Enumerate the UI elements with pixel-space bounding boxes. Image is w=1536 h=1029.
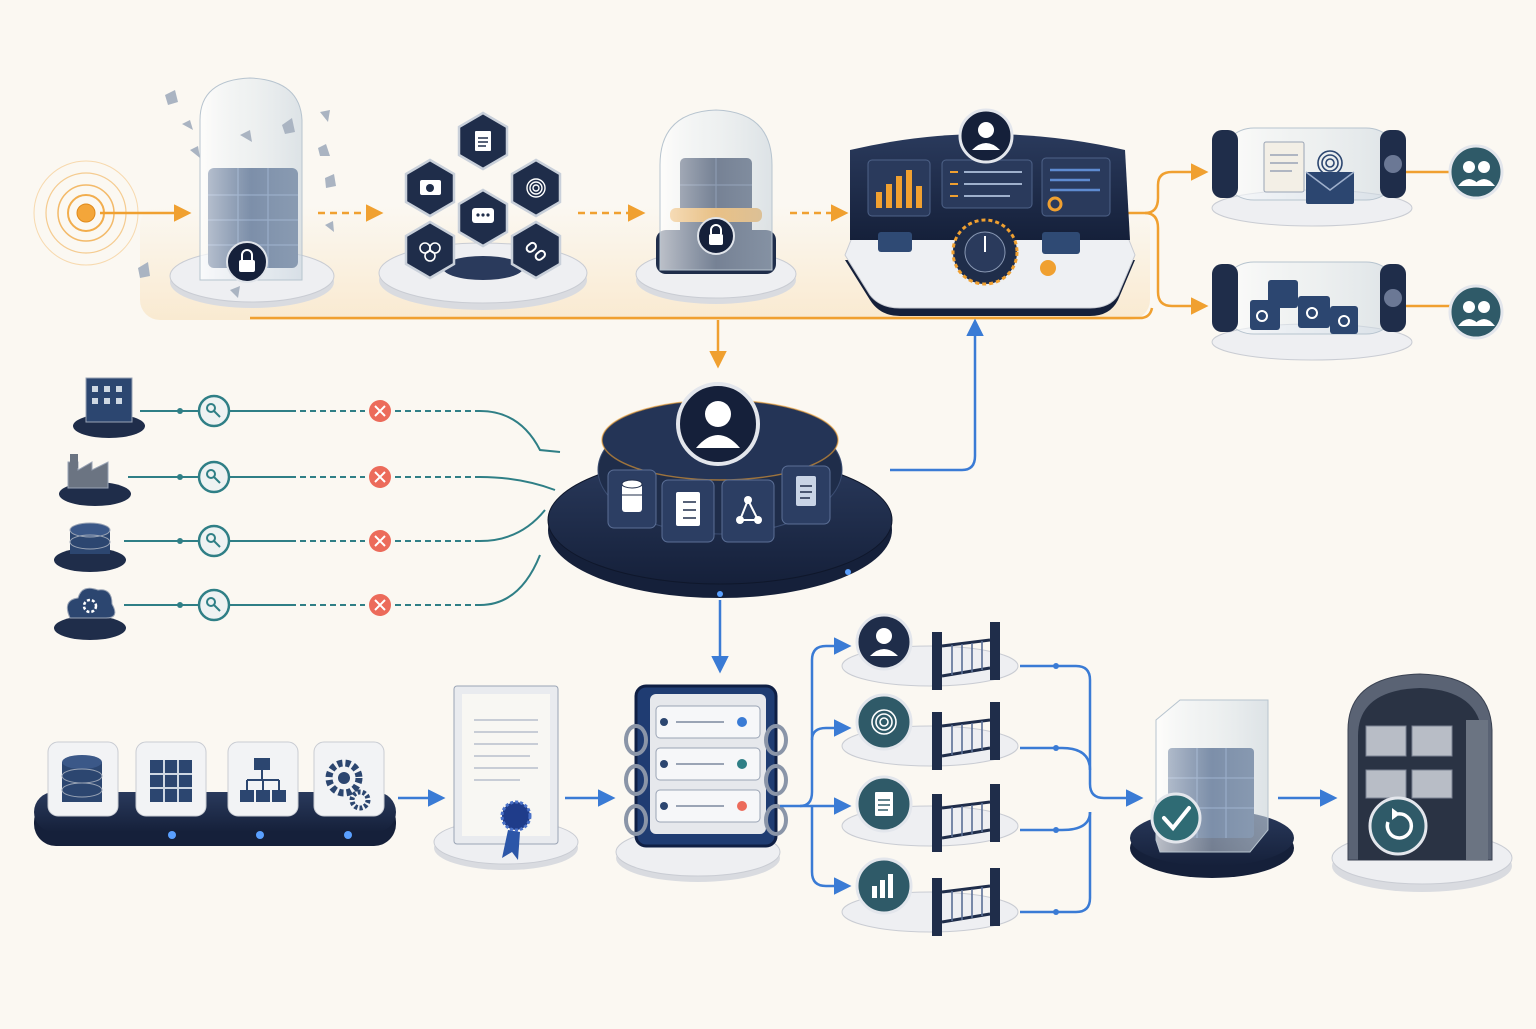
users-icon (1448, 284, 1504, 340)
checklist-icon (941, 159, 1033, 209)
rejected-source-lines (124, 410, 561, 606)
document-icon (475, 131, 491, 151)
document-icon (1263, 141, 1305, 193)
shattered-glass-dome (138, 77, 336, 308)
records-binder-icon (615, 684, 788, 882)
checklist-icon (661, 479, 715, 543)
key-icon (177, 460, 231, 494)
award-ribbon-icon (500, 800, 532, 860)
gate-fence (932, 702, 1000, 770)
merge-from-gate-2 (1020, 746, 1092, 771)
user-icon (676, 382, 760, 466)
envelope-icon (1305, 171, 1355, 204)
gears-icon (325, 759, 371, 811)
padlock-icon (226, 241, 268, 283)
gate-3 (841, 775, 1019, 852)
verified-vault (1130, 699, 1294, 878)
branch-to-gate-2 (810, 719, 852, 741)
hex-cluster (378, 111, 588, 310)
hierarchy-icon (240, 758, 286, 802)
key-icon (177, 588, 231, 622)
user-icon (958, 108, 1014, 164)
fingerprint-icon (855, 693, 913, 751)
database-icon (54, 522, 126, 572)
reject-icon (369, 530, 391, 552)
database-icon (61, 755, 103, 802)
arrow-console-to-capsule-2 (1144, 211, 1209, 315)
restore-icon (1368, 796, 1428, 856)
gate-fence (932, 868, 1000, 936)
capsule-2 (1211, 261, 1413, 361)
reject-nodes (369, 400, 391, 616)
link-icon (1256, 307, 1350, 327)
cloud-gear-icon (54, 587, 126, 640)
document-icon (781, 465, 831, 525)
bar-chart-icon (867, 159, 931, 217)
bar-chart-icon (855, 857, 913, 915)
grid-icon (150, 760, 192, 802)
branch-to-gate-1 (780, 637, 852, 808)
gate-1 (841, 613, 1019, 690)
key-nodes (177, 394, 231, 622)
list-icon (1041, 157, 1111, 217)
signal-source-icon (33, 160, 139, 266)
gate-fence (932, 784, 1000, 852)
return-line (250, 307, 1154, 320)
camera-icon (420, 180, 441, 195)
certificate (433, 685, 579, 870)
arrow-hub-to-console (890, 318, 984, 472)
fragments-icon (138, 90, 336, 298)
hex-grid (404, 111, 562, 280)
capsule-1 (1211, 127, 1413, 227)
merge-from-gate-1 (1020, 664, 1144, 807)
office-building-icon (73, 377, 145, 438)
key-icon (177, 524, 231, 558)
dial-icon (951, 218, 1019, 286)
gate-2 (841, 693, 1019, 770)
network-icon (721, 479, 775, 543)
users-icon (1448, 144, 1504, 200)
source-strip (34, 741, 396, 846)
factory-icon (59, 454, 131, 506)
database-icon (607, 469, 657, 529)
archive-cabinet (1331, 673, 1513, 892)
document-icon (855, 775, 913, 833)
reject-icon (369, 400, 391, 422)
link-icon (525, 241, 546, 261)
top-connectors (100, 163, 1450, 369)
reject-icon (369, 594, 391, 616)
padlock-icon (697, 217, 735, 255)
user-icon (855, 613, 913, 671)
fingerprint-icon (526, 178, 546, 198)
chat-icon (472, 208, 494, 223)
arrow-console-to-capsule-1 (1125, 163, 1209, 215)
branch-to-gate-4 (810, 806, 852, 895)
central-hub (547, 382, 893, 598)
biohazard-icon (419, 242, 441, 262)
check-icon (1150, 792, 1202, 844)
gate-4 (841, 857, 1019, 936)
locked-dome (635, 109, 797, 304)
control-console (844, 108, 1136, 316)
merge-from-gate-4 (1020, 812, 1092, 914)
gate-fence (932, 622, 1000, 690)
key-icon (177, 394, 231, 428)
reject-icon (369, 466, 391, 488)
